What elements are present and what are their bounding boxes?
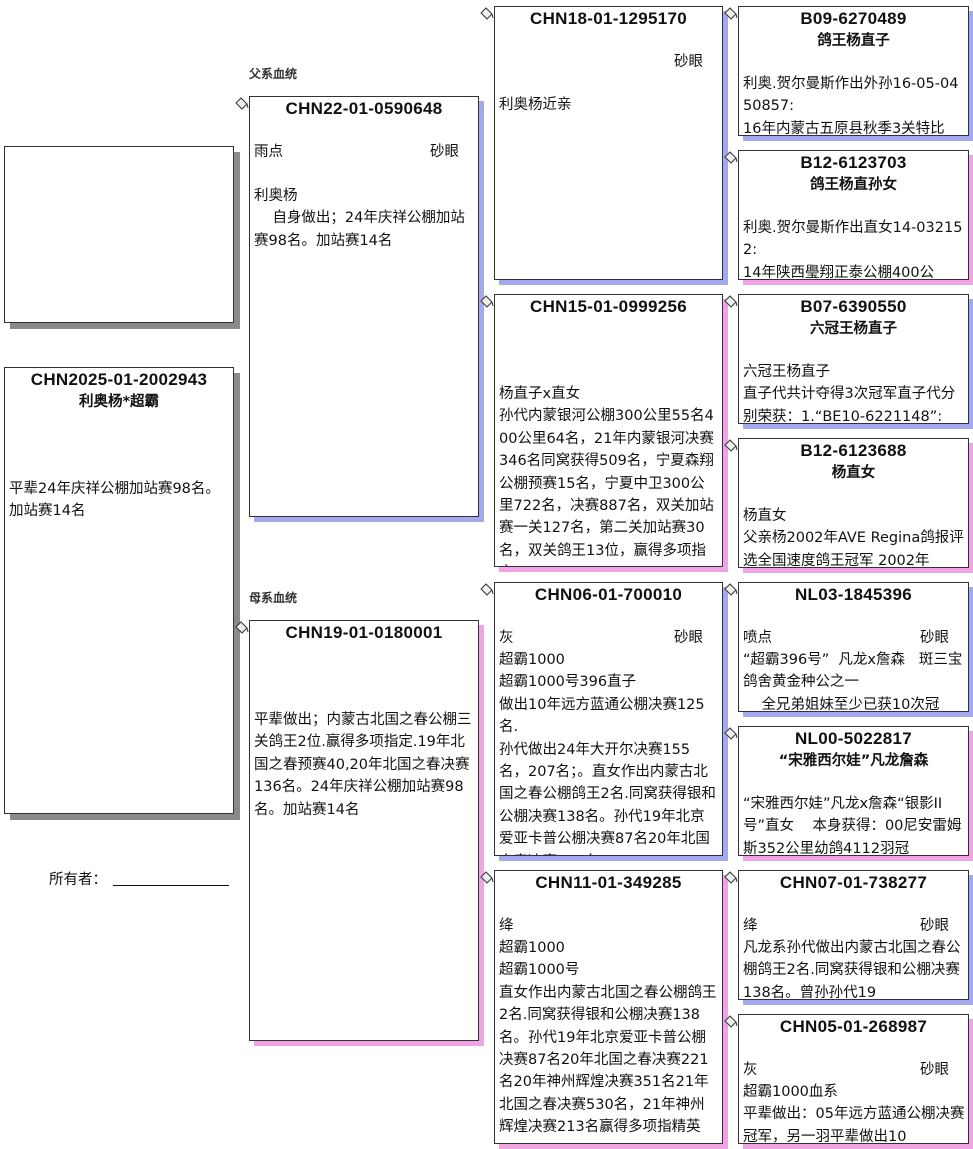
color-eye-row: 砂眼 — [495, 51, 722, 73]
eye-type: 砂眼 — [430, 144, 459, 160]
plumage-color: 雨点 — [254, 144, 283, 160]
ring-number: CHN11-01-349285 — [535, 873, 682, 892]
bird-name: 六冠王杨直子 — [810, 321, 897, 337]
paint-bucket-icon[interactable] — [722, 294, 738, 310]
sss-card[interactable]: B09-6270489 鸽王杨直子利奥.贺尔曼斯作出外孙16-05-0450857… — [738, 6, 969, 136]
bird-notes: 超霸1000 超霸1000号 直女作出内蒙古北国之春公棚鸽王2名.同窝获得银和公… — [499, 940, 717, 1136]
plumage-color: 绛 — [743, 918, 758, 934]
dam-sire-card[interactable]: CHN06-01-700010 灰 砂眼超霸1000 超霸1000号396直子 做出… — [494, 582, 723, 856]
bird-notes: “超霸396号” 凡龙x詹森 斑三宝鸽舍黄金种公之一 全兄弟姐妹至少已获10次冠 — [743, 652, 963, 712]
ring-number: CHN07-01-738277 — [779, 873, 928, 892]
bird-notes: 利奥杨近亲 — [499, 97, 572, 113]
paint-bucket-icon[interactable] — [722, 150, 738, 166]
bird-name: “宋雅西尔娃”凡龙詹森 — [778, 753, 929, 769]
ring-number: B09-6270489 — [800, 9, 907, 28]
eye-type: 砂眼 — [674, 630, 703, 646]
subject-card[interactable]: CHN2025-01-2002943 利奥杨*超霸平辈24年庆祥公棚加站赛98名。… — [4, 367, 234, 814]
ring-number: CHN06-01-700010 — [534, 585, 683, 604]
paint-bucket-icon[interactable] — [478, 6, 494, 22]
ring-number: CHN15-01-0999256 — [530, 297, 687, 316]
bird-notes: 凡龙系孙代做出内蒙古北国之春公棚鸽王2名.同窝获得银和公棚决赛138名。曾孙孙代… — [743, 940, 961, 1000]
color-eye-row: 灰 砂眼 — [495, 627, 722, 649]
plumage-color: 灰 — [743, 1062, 758, 1078]
sds-card[interactable]: B07-6390550 六冠王杨直子六冠王杨直子 直子代共计夺得3次冠军直子代分别… — [738, 294, 969, 424]
dds-card[interactable]: CHN07-01-738277 绛 砂眼凡龙系孙代做出内蒙古北国之春公棚鸽王2名.同… — [738, 870, 969, 1000]
bird-name: 利奥杨*超霸 — [78, 394, 160, 410]
paint-bucket-icon[interactable] — [722, 870, 738, 886]
eye-type: 砂眼 — [674, 54, 703, 70]
bird-notes: 超霸1000 超霸1000号396直子 做出10年远方蓝通公棚决赛125名. 孙… — [499, 652, 716, 855]
bird-notes: 利奥杨 自身做出；24年庆祥公棚加站赛98名。加站赛14名 — [254, 188, 465, 249]
color-eye-row: 绛 砂眼 — [739, 915, 968, 937]
bird-notes: 平辈24年庆祥公棚加站赛98名。加站赛14名 — [9, 481, 220, 520]
plumage-color: 喷点 — [743, 630, 772, 646]
paint-bucket-icon[interactable] — [478, 294, 494, 310]
paint-bucket-icon[interactable] — [722, 726, 738, 742]
dss-card[interactable]: NL03-1845396 喷点 砂眼 “超霸396号” 凡龙x詹森 斑三宝鸽舍黄金种公… — [738, 582, 969, 712]
ssd-card[interactable]: B12-6123703 鸽王杨直孙女利奥.贺尔曼斯作出直女14-032152: 1… — [738, 150, 969, 280]
color-eye-row: 雨点 砂眼 — [250, 141, 478, 163]
ring-number: B12-6123703 — [800, 153, 907, 172]
eye-type: 砂眼 — [920, 1062, 949, 1078]
ring-number: CHN2025-01-2002943 — [30, 370, 208, 389]
ring-number: NL00-5022817 — [794, 729, 912, 748]
eye-type: 砂眼 — [920, 630, 949, 646]
paint-bucket-icon[interactable] — [478, 582, 494, 598]
ring-number: CHN05-01-268987 — [779, 1017, 928, 1036]
paint-bucket-icon[interactable] — [722, 582, 738, 598]
ring-number: CHN22-01-0590648 — [285, 99, 443, 118]
color-eye-row: 喷点 砂眼 — [739, 627, 968, 649]
bird-notes: 六冠王杨直子 直子代共计夺得3次冠军直子代分别荣获：1.“BE10-622114… — [743, 364, 956, 424]
sire-line-label: 父系血统 — [249, 67, 298, 81]
sdd-card[interactable]: B12-6123688 杨直女杨直女 父亲杨2002年AVE Regina鸽报评选… — [738, 438, 969, 568]
dsd-card[interactable]: NL00-5022817 “宋雅西尔娃”凡龙詹森 “宋雅西尔娃”凡龙x詹森“银影II… — [738, 726, 969, 856]
color-eye-row: 绛 — [495, 915, 722, 937]
paint-bucket-icon[interactable] — [478, 870, 494, 886]
bird-name: 杨直女 — [831, 465, 876, 481]
bird-notes: 杨直子x直女 孙代内蒙银河公棚300公里55名400公里64名，21年内蒙银河决… — [499, 386, 714, 566]
bird-notes: 杨直女 父亲杨2002年AVE Regina鸽报评选全国速度鸽王冠军 2002年 — [743, 508, 964, 568]
photo-placeholder[interactable] — [4, 146, 234, 323]
plumage-color: 绛 — [499, 918, 514, 934]
owner-label: 所有者： — [49, 872, 107, 888]
eye-type: 砂眼 — [920, 918, 949, 934]
bird-notes: 超霸1000血系 平辈做出：05年远方蓝通公棚决赛冠军，另一羽平辈做出10 — [743, 1084, 965, 1144]
ring-number: CHN19-01-0180001 — [285, 623, 443, 642]
sire-dam-card[interactable]: CHN15-01-0999256 杨直子x直女 孙代内蒙银河公棚300公里55名4… — [494, 294, 723, 567]
bird-name: 鸽王杨直孙女 — [810, 177, 897, 193]
paint-bucket-icon[interactable] — [233, 620, 249, 636]
paint-bucket-icon[interactable] — [233, 96, 249, 112]
bird-name: 鸽王杨直子 — [817, 33, 890, 49]
ddd-card[interactable]: CHN05-01-268987 灰 砂眼超霸1000血系 平辈做出：05年远方蓝通公… — [738, 1014, 969, 1144]
dam-dam-card[interactable]: CHN11-01-349285 绛超霸1000 超霸1000号 直女作出内蒙古北国… — [494, 870, 723, 1144]
sire-sire-card[interactable]: CHN18-01-1295170 砂眼利奥杨近亲 — [494, 6, 723, 280]
ring-number: NL03-1845396 — [794, 585, 912, 604]
sire-card[interactable]: CHN22-01-0590648 雨点 砂眼利奥杨 自身做出；24年庆祥公棚加站赛9… — [249, 96, 479, 517]
color-eye-row: 灰 砂眼 — [739, 1059, 968, 1081]
ring-number: CHN18-01-1295170 — [530, 9, 687, 28]
dam-line-label: 母系血统 — [249, 591, 298, 605]
bird-notes: 利奥.贺尔曼斯作出外孙16-05-0450857: 16年内蒙古五原县秋季3关特… — [743, 76, 959, 136]
paint-bucket-icon[interactable] — [722, 1014, 738, 1030]
dam-card[interactable]: CHN19-01-0180001 平辈做出；内蒙古北国之春公棚三关鸽王2位.赢得多… — [249, 620, 479, 1041]
bird-notes: 平辈做出；内蒙古北国之春公棚三关鸽王2位.赢得多项指定.19年北国之春预赛40,… — [254, 712, 472, 818]
bird-notes: “宋雅西尔娃”凡龙x詹森“银影II号”直女 本身获得：00尼安雷姆斯352公里幼… — [743, 796, 962, 856]
plumage-color: 灰 — [499, 630, 514, 646]
ring-number: B12-6123688 — [800, 441, 907, 460]
ring-number: B07-6390550 — [800, 297, 907, 316]
paint-bucket-icon[interactable] — [722, 438, 738, 454]
bird-notes: 利奥.贺尔曼斯作出直女14-032152: 14年陕西璺翔正泰公棚400公 — [743, 220, 963, 280]
paint-bucket-icon[interactable] — [722, 6, 738, 22]
owner-input-line[interactable] — [113, 885, 229, 886]
